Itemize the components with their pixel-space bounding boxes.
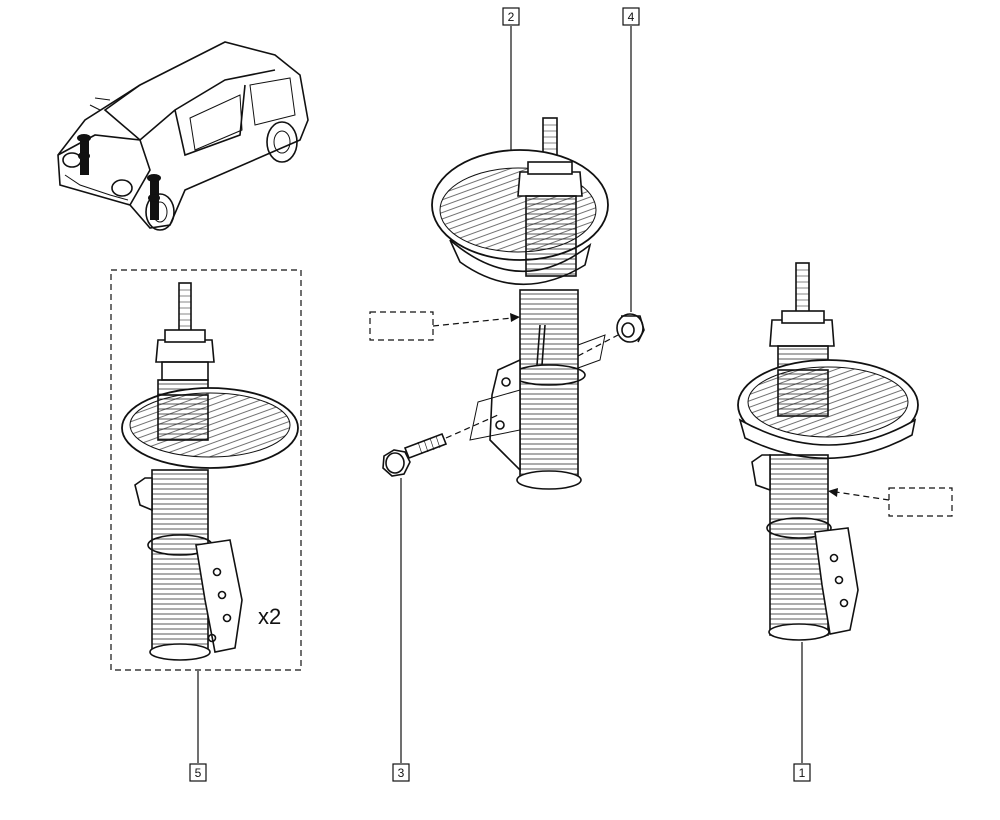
svg-text:1: 1 [799, 766, 806, 780]
strut-assembly-2 [431, 117, 609, 490]
quantity-label: x2 [258, 604, 281, 629]
svg-text:4: 4 [628, 10, 635, 24]
callout-4: 4 [622, 7, 640, 26]
shock-absorber-kit-5: x2 [110, 269, 302, 671]
reference-box-right [828, 487, 953, 517]
highlight-front-right-marker [147, 174, 161, 220]
callout-3: 3 [392, 763, 410, 782]
reference-box-left [369, 311, 520, 341]
strut-assembly-1 [737, 262, 919, 641]
svg-text:3: 3 [398, 766, 405, 780]
callout-2: 2 [502, 7, 520, 26]
car-location-thumbnail [57, 41, 309, 231]
svg-text:2: 2 [508, 10, 515, 24]
callout-5: 5 [189, 763, 207, 782]
callout-1: 1 [793, 763, 811, 782]
bolt-3 [382, 432, 448, 477]
nut-4 [616, 313, 645, 343]
highlight-front-left-marker [77, 134, 91, 175]
svg-text:5: 5 [195, 766, 202, 780]
